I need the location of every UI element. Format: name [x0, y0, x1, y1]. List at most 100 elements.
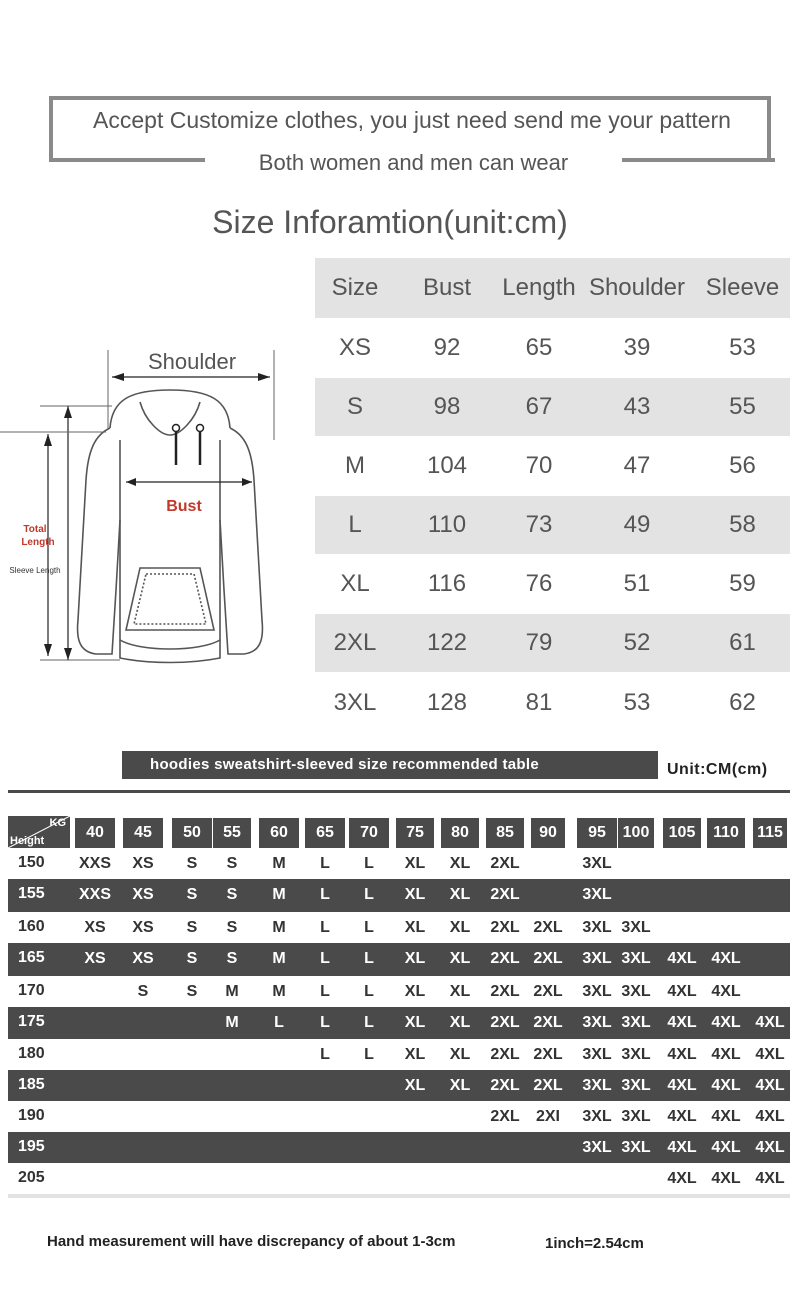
- recommended-size: M: [225, 1014, 239, 1031]
- size-cell: 51: [623, 570, 651, 597]
- weight-header: 80: [441, 818, 479, 848]
- height-label: 180: [18, 1045, 45, 1062]
- recommended-size: XL: [449, 855, 471, 872]
- recommended-size: XS: [132, 855, 154, 872]
- size-cell: 47: [623, 452, 651, 479]
- total-length-label-2: Length: [21, 537, 54, 548]
- size-cell: 56: [729, 452, 756, 479]
- height-label: 175: [18, 1013, 45, 1030]
- size-cell: 39: [623, 334, 651, 361]
- weight-header: 115: [753, 818, 787, 848]
- size-table: Size Bust Length Shoulder Sleeve XS 92 6…: [315, 258, 790, 734]
- recommended-size: L: [364, 919, 374, 936]
- recommended-size: L: [320, 886, 330, 903]
- size-row-2xl: 2XL 122 79 52 61: [315, 614, 790, 672]
- recommended-size: XXS: [78, 855, 111, 872]
- recommended-size: 4XL: [667, 1139, 697, 1156]
- recommended-size: 2XL: [533, 1077, 563, 1094]
- recommended-size: XL: [449, 1046, 471, 1063]
- recommended-size: 4XL: [711, 983, 741, 1000]
- recommended-size: XXS: [78, 886, 111, 903]
- corner-diagonal: [8, 816, 70, 848]
- size-cell: 67: [525, 393, 553, 420]
- recommended-size: XS: [84, 919, 106, 936]
- recommended-size: L: [364, 1046, 374, 1063]
- recommended-size: S: [137, 983, 149, 1000]
- recommended-size: 3XL: [582, 919, 612, 936]
- recommended-size: M: [272, 983, 286, 1000]
- bust-label: Bust: [166, 498, 202, 515]
- recommended-size: M: [225, 983, 239, 1000]
- size-table-header: Size Bust Length Shoulder Sleeve: [315, 258, 790, 318]
- recommended-size: 3XL: [582, 983, 612, 1000]
- recommended-size: 2XL: [490, 950, 520, 967]
- recommended-size: XL: [404, 983, 426, 1000]
- recommended-size: 3XL: [582, 1108, 612, 1125]
- recommended-size: 2XL: [490, 855, 520, 872]
- recommend-banner: hoodies sweatshirt-sleeved size recommen…: [122, 751, 658, 779]
- recommended-size: 4XL: [755, 1170, 785, 1187]
- recommended-size: 4XL: [667, 1046, 697, 1063]
- size-info-title: Size Inforamtion(unit:cm): [212, 204, 568, 240]
- size-cell: 70: [525, 452, 553, 479]
- recommended-size: L: [364, 950, 374, 967]
- measurement-note: Hand measurement will have discrepancy o…: [47, 1233, 456, 1250]
- size-header-sleeve: Sleeve: [705, 274, 780, 301]
- recommended-size: 3XL: [621, 950, 651, 967]
- size-cell: M: [345, 452, 365, 479]
- recommended-size: 4XL: [667, 1170, 697, 1187]
- recommended-size: 2XI: [535, 1108, 560, 1125]
- recommended-size: S: [186, 886, 198, 903]
- recommended-size: L: [320, 983, 330, 1000]
- recommended-size: L: [320, 855, 330, 872]
- hoodie-diagram: Shoulder Bust Total Length Sleeve Length: [0, 349, 275, 664]
- recommended-size: 3XL: [621, 1046, 651, 1063]
- size-cell: 53: [729, 334, 756, 361]
- size-cell: 110: [427, 511, 467, 538]
- height-label: 170: [18, 982, 45, 999]
- weight-header: 105: [663, 818, 701, 848]
- size-cell: 128: [426, 689, 468, 716]
- height-label: 205: [18, 1169, 45, 1186]
- size-cell: XL: [340, 570, 370, 597]
- size-cell: 53: [623, 689, 651, 716]
- recommended-size: M: [272, 855, 286, 872]
- height-label: 190: [18, 1107, 45, 1124]
- size-cell: 73: [525, 511, 553, 538]
- size-cell: 76: [525, 570, 553, 597]
- recommended-size: L: [364, 855, 374, 872]
- recommended-size: 2XL: [533, 1014, 563, 1031]
- recommended-size: 3XL: [621, 1014, 651, 1031]
- notice-frame-bottom-right: [622, 158, 775, 162]
- recommended-size: M: [272, 919, 286, 936]
- recommended-size: 4XL: [711, 950, 741, 967]
- recommended-size: L: [364, 1014, 374, 1031]
- shoulder-label: Shoulder: [148, 349, 236, 374]
- size-cell: 81: [525, 689, 553, 716]
- weight-header: 50: [172, 818, 212, 848]
- notice-frame: [49, 96, 771, 162]
- recommended-size: 4XL: [755, 1014, 785, 1031]
- size-cell: 92: [433, 334, 461, 361]
- recommended-size: 2XL: [490, 1077, 520, 1094]
- notice-line-1: Accept Customize clothes, you just need …: [93, 107, 731, 133]
- notice-line-2: Both women and men can wear: [258, 150, 569, 175]
- recommended-size: L: [320, 919, 330, 936]
- weight-header: 110: [707, 818, 745, 848]
- weight-header: 45: [123, 818, 163, 848]
- size-cell: 116: [427, 570, 467, 597]
- recommended-size: 3XL: [621, 919, 651, 936]
- recommended-size: 3XL: [621, 983, 651, 1000]
- recommended-size: XL: [404, 1077, 426, 1094]
- table-footer-band: [8, 1194, 790, 1198]
- recommended-size: 3XL: [621, 1077, 651, 1094]
